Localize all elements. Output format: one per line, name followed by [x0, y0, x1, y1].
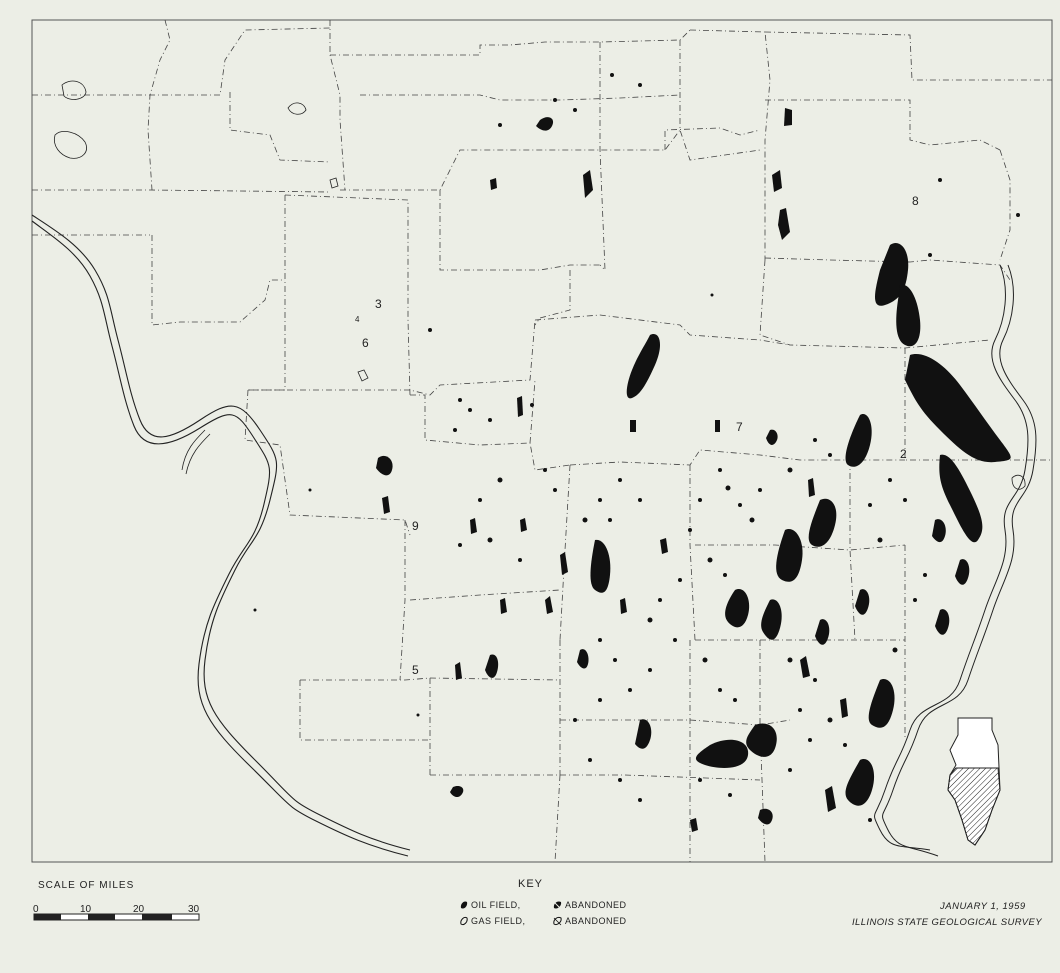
scale-title: SCALE OF MILES: [38, 880, 135, 891]
map-number-2: 2: [900, 447, 907, 461]
map-frame: [31, 19, 1053, 863]
map-number-9: 9: [412, 519, 419, 533]
map-number-labels: 3 4 6 7 2 9 5 8: [355, 194, 919, 677]
map-number-6: 6: [362, 336, 369, 350]
survey-credit: ILLINOIS STATE GEOLOGICAL SURVEY: [852, 917, 1043, 928]
scale-bar: [33, 913, 200, 921]
gas-abandoned-symbol-icon: [553, 917, 562, 926]
map-number-3: 3: [375, 297, 382, 311]
map-number-4: 4: [355, 315, 360, 324]
oil-field-dots: [253, 73, 1020, 822]
wabash-ohio-river: [874, 264, 1037, 857]
oil-abandoned-symbol-icon: [553, 901, 562, 910]
key-oil-field-label: OIL FIELD,: [471, 900, 521, 910]
key-oil-abandoned: ABANDONED: [553, 900, 627, 910]
key-title: KEY: [518, 878, 544, 890]
scale-tick-10: 10: [80, 904, 92, 915]
oil-field-symbol-icon: [460, 901, 468, 909]
key-oil-field: OIL FIELD,: [460, 900, 521, 910]
gas-field-symbol-icon: [460, 917, 468, 925]
illinois-inset-map: [947, 717, 1001, 846]
key-oil-abandoned-label: ABANDONED: [565, 900, 627, 910]
county-boundaries: [32, 19, 1052, 863]
gas-field-outlines: [53, 80, 1026, 490]
key-gas-abandoned: ABANDONED: [553, 916, 627, 926]
map-number-8: 8: [912, 194, 919, 208]
key-gas-field-label: GAS FIELD,: [471, 916, 526, 926]
map-number-5: 5: [412, 663, 419, 677]
scale-tick-0: 0: [33, 904, 39, 915]
scale-tick-20: 20: [133, 904, 145, 915]
oil-fields: [376, 108, 1011, 832]
mississippi-river: [31, 214, 411, 857]
scale-tick-30: 30: [188, 904, 200, 915]
map-number-7: 7: [736, 420, 743, 434]
key-gas-abandoned-label: ABANDONED: [565, 916, 627, 926]
map-date: JANUARY 1, 1959: [940, 901, 1026, 912]
key-gas-field: GAS FIELD,: [460, 916, 526, 926]
